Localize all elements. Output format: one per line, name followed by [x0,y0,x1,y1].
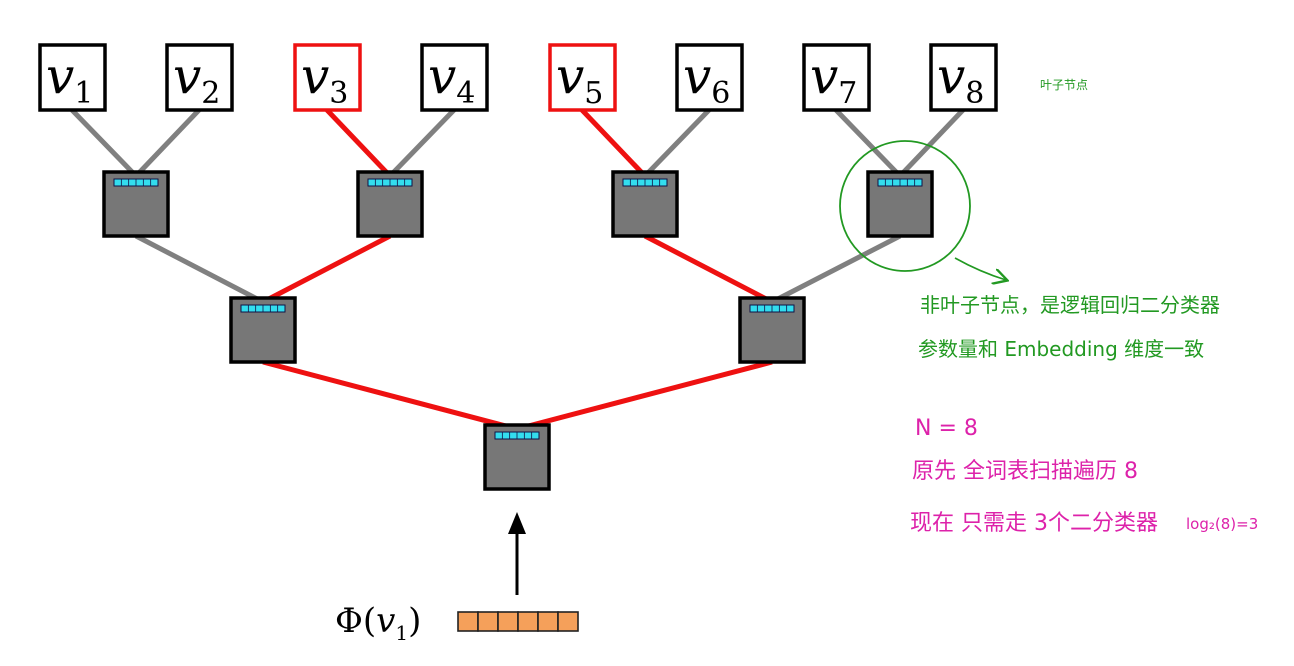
classifier-node-n3 [611,170,679,238]
inner-note-line2: 参数量和 Embedding 维度一致 [918,337,1204,361]
leaf-v3: v3 [293,43,362,112]
vector-cell [537,611,559,632]
leaf-nodes: v1 v2 v3 v4 v5 v6 v7 v8 [38,43,998,112]
edge-v2-n1 [134,108,201,178]
leaf-box [802,43,871,112]
classifier-node-m2 [738,296,806,364]
edge-v6-n3 [643,108,711,178]
edge-m2-root [516,359,773,432]
edge-m1-root [262,359,518,432]
leaf-v5: v5 [548,43,617,112]
inner-note-line1: 非叶子节点，是逻辑回归二分类器 [920,293,1220,317]
edge-v4-n2 [388,108,456,178]
classifier-node-n4 [866,170,934,238]
edge-v3-n2 [325,108,392,178]
n-value-note: N = 8 [915,416,978,441]
leaf-v6: v6 [675,43,744,112]
input-label: Φ(v1) [335,601,421,645]
leaf-v2: v2 [165,43,234,112]
edge-v1-n1 [70,108,138,178]
leaf-label: v7 [810,47,857,111]
leaf-label: v3 [301,47,348,111]
leaf-label: v6 [683,47,730,111]
edge-v8-n4 [898,108,965,178]
leaf-v7: v7 [802,43,871,112]
leaf-box [165,43,234,112]
input-arrow-head [508,512,526,534]
classifier-node-m1 [229,296,297,364]
edge-n2-m1 [261,233,392,305]
log-formula: log₂(8)=3 [1186,515,1258,533]
before-note: 原先 全词表扫描遍历 8 [912,459,1138,484]
vector-cell [557,611,579,632]
classifier-node-root [483,423,551,491]
vector-cell [517,611,539,632]
leaf-label: v5 [556,47,603,111]
classifier-node-n2 [356,170,424,238]
edge-n4-m2 [770,233,902,305]
leaf-box [548,43,617,112]
leaf-label: v8 [937,47,984,111]
leaf-box [420,43,489,112]
vector-cell [457,611,479,632]
edge-v5-n3 [580,108,647,178]
highlight-circle [839,140,971,272]
vector-cell [497,611,519,632]
leaf-box [929,43,998,112]
input-embedding-vector [457,611,579,632]
now-note: 现在 只需走 3个二分类器 [910,511,1158,536]
edge-v7-n4 [834,108,902,178]
leaf-v1: v1 [38,43,107,112]
tree-edges [70,108,965,432]
leaf-box [38,43,107,112]
vector-cell [477,611,499,632]
edge-n1-m1 [134,233,265,305]
edge-n3-m2 [643,233,774,305]
leaf-box [293,43,362,112]
leaf-note: 叶子节点 [1040,78,1088,92]
leaf-label: v1 [46,47,93,111]
leaf-label: v4 [428,47,475,111]
leaf-label: v2 [173,47,220,111]
leaf-v8: v8 [929,43,998,112]
annotation-arrow [954,257,1006,280]
classifier-node-n1 [102,170,170,238]
leaf-box [675,43,744,112]
leaf-v4: v4 [420,43,489,112]
classifier-nodes [102,170,934,491]
